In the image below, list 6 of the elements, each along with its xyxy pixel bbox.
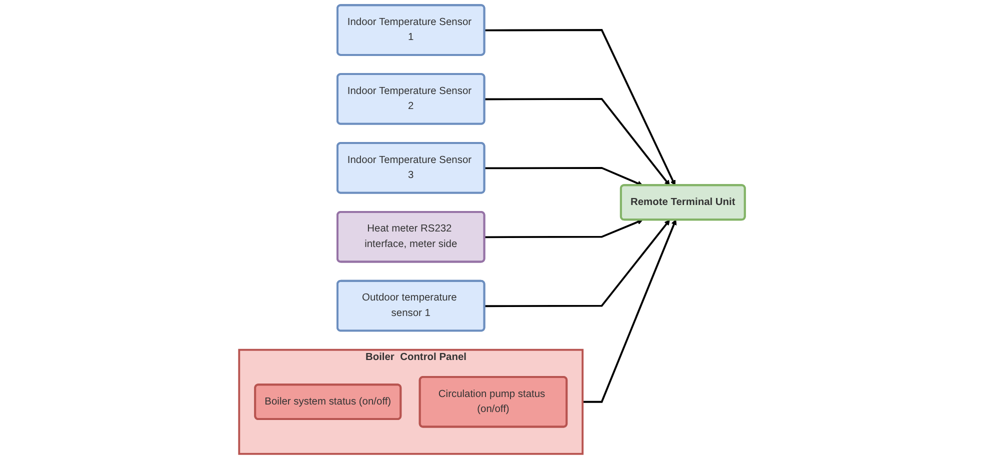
arrow bbox=[484, 29, 676, 186]
arrow bbox=[484, 98, 670, 186]
arrow bbox=[582, 219, 677, 403]
arrow bbox=[484, 220, 670, 308]
arrow bbox=[484, 219, 643, 238]
arrow bbox=[484, 166, 643, 186]
